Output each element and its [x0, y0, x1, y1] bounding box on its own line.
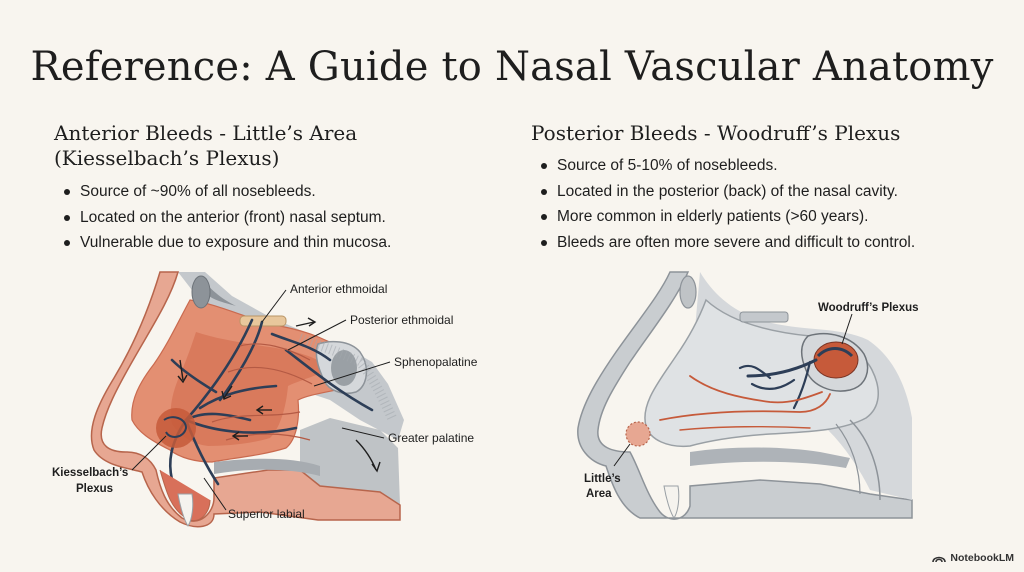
- label-sphenopalatine: Sphenopalatine: [394, 355, 478, 369]
- incisor-tooth: [663, 485, 680, 519]
- woodruffs-plexus-vessel: [816, 347, 854, 358]
- leader-lines: [131, 289, 391, 511]
- label-littles-area-line2: Area: [586, 488, 612, 500]
- label-greater-palatine: Greater palatine: [388, 431, 474, 445]
- hard-palate: [214, 458, 320, 476]
- thin-vessels: [211, 343, 313, 441]
- notebooklm-logo-icon: [932, 556, 947, 563]
- page-title: Reference: A Guide to Nasal Vascular Ana…: [30, 44, 994, 90]
- posterior-bullet: Located in the posterior (back) of the n…: [535, 179, 915, 205]
- pharynx-wall-inner: [835, 423, 861, 495]
- oral-cavity-shade: [300, 418, 400, 505]
- brand-name: NotebookLM: [950, 552, 1014, 564]
- anterior-bullet-list: Source of ~90% of all nosebleeds. Locate…: [58, 179, 391, 256]
- anterior-bullet: Source of ~90% of all nosebleeds.: [58, 179, 391, 205]
- label-woodruffs-plexus: Woodruff’s Plexus: [818, 302, 919, 314]
- label-anterior-ethmoidal: Anterior ethmoidal: [290, 282, 387, 296]
- flow-arrows: [177, 317, 381, 473]
- posterior-vessels: [659, 358, 831, 431]
- skull-base-bar: [739, 311, 789, 323]
- head-outline: [577, 271, 913, 520]
- posterior-bullet-list: Source of 5-10% of nosebleeds. Located i…: [535, 153, 915, 255]
- palate: [690, 447, 850, 468]
- frontal-sinus: [191, 275, 211, 309]
- littles-area-spot: [625, 421, 651, 447]
- anterior-bullet: Located on the anterior (front) nasal se…: [58, 205, 391, 231]
- frontal-sinus: [679, 275, 697, 309]
- anterior-heading: Anterior Bleeds - Little’s Area (Kiessel…: [54, 121, 357, 171]
- sphenoid-sinus-inner: [331, 350, 357, 386]
- label-kiesselbach-line1: Kiesselbach’s: [52, 467, 128, 479]
- anterior-bullet: Vulnerable due to exposure and thin muco…: [58, 230, 391, 256]
- kiesselbach-vessel-knot: [163, 416, 188, 438]
- anterior-heading-line1: Anterior Bleeds - Little’s Area: [54, 121, 358, 145]
- pharynx-wall: [849, 419, 881, 501]
- brand-badge: NotebookLM: [932, 552, 1014, 564]
- label-kiesselbach-line2: Plexus: [76, 483, 113, 495]
- posterior-bullet: Bleeds are often more severe and difficu…: [535, 230, 915, 256]
- posterior-bullet: Source of 5-10% of nosebleeds.: [535, 153, 915, 179]
- incisor-tooth: [177, 493, 194, 527]
- label-posterior-ethmoidal: Posterior ethmoidal: [350, 313, 453, 327]
- label-littles-area-line1: Little’s: [584, 473, 621, 485]
- label-superior-labial: Superior labial: [228, 507, 305, 521]
- posterior-heading: Posterior Bleeds - Woodruff’s Plexus: [531, 121, 901, 145]
- bone-texture: [298, 333, 397, 421]
- leader-lines: [613, 313, 853, 467]
- anterior-heading-line2: (Kiesselbach’s Plexus): [54, 146, 280, 170]
- posterior-bullet: More common in elderly patients (>60 yea…: [535, 204, 915, 230]
